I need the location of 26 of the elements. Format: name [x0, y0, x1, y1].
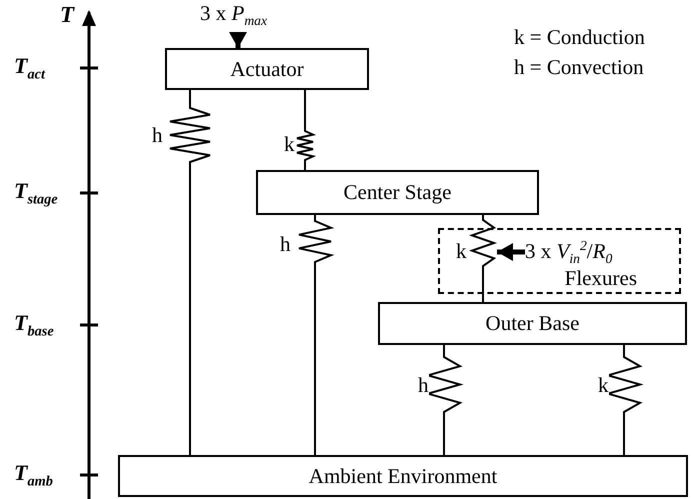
axis-tick-label: T$_{base}$: [14, 311, 54, 340]
box-label: Ambient Environment: [308, 464, 498, 488]
legend-text: k = Conduction: [514, 26, 645, 50]
arrow: [497, 243, 525, 261]
box-label: Center Stage: [344, 180, 452, 205]
component-box: [378, 302, 687, 345]
box-label: Flexures: [564, 266, 637, 292]
edge-label: h: [418, 374, 428, 398]
heat-input-text: 3 x V$_{in}$$^{2}$/R$_{0}$: [525, 238, 671, 266]
component-box: [256, 170, 539, 215]
axis-tick-label: T$_{act}$: [14, 54, 45, 84]
thermal-resistance-spring: [468, 215, 498, 302]
axis-tick-label: T$_{amb}$: [14, 461, 53, 490]
axis-title: T: [60, 2, 74, 28]
thermal-resistance-spring: [169, 90, 211, 455]
component-box: [165, 48, 369, 90]
box-label: Actuator: [230, 56, 304, 82]
arrow: [229, 32, 247, 48]
thermal-resistance-spring: [296, 90, 316, 170]
heat-input-text: 3 x P$_{max}$: [200, 2, 296, 32]
thermal-resistance-spring: [298, 215, 334, 455]
legend-text: h = Convection: [514, 56, 644, 80]
axis-tick-label: T$_{stage}$: [14, 179, 58, 208]
component-box: [118, 455, 688, 497]
edge-label: k: [598, 374, 608, 398]
box-label: Outer Base: [486, 311, 580, 336]
